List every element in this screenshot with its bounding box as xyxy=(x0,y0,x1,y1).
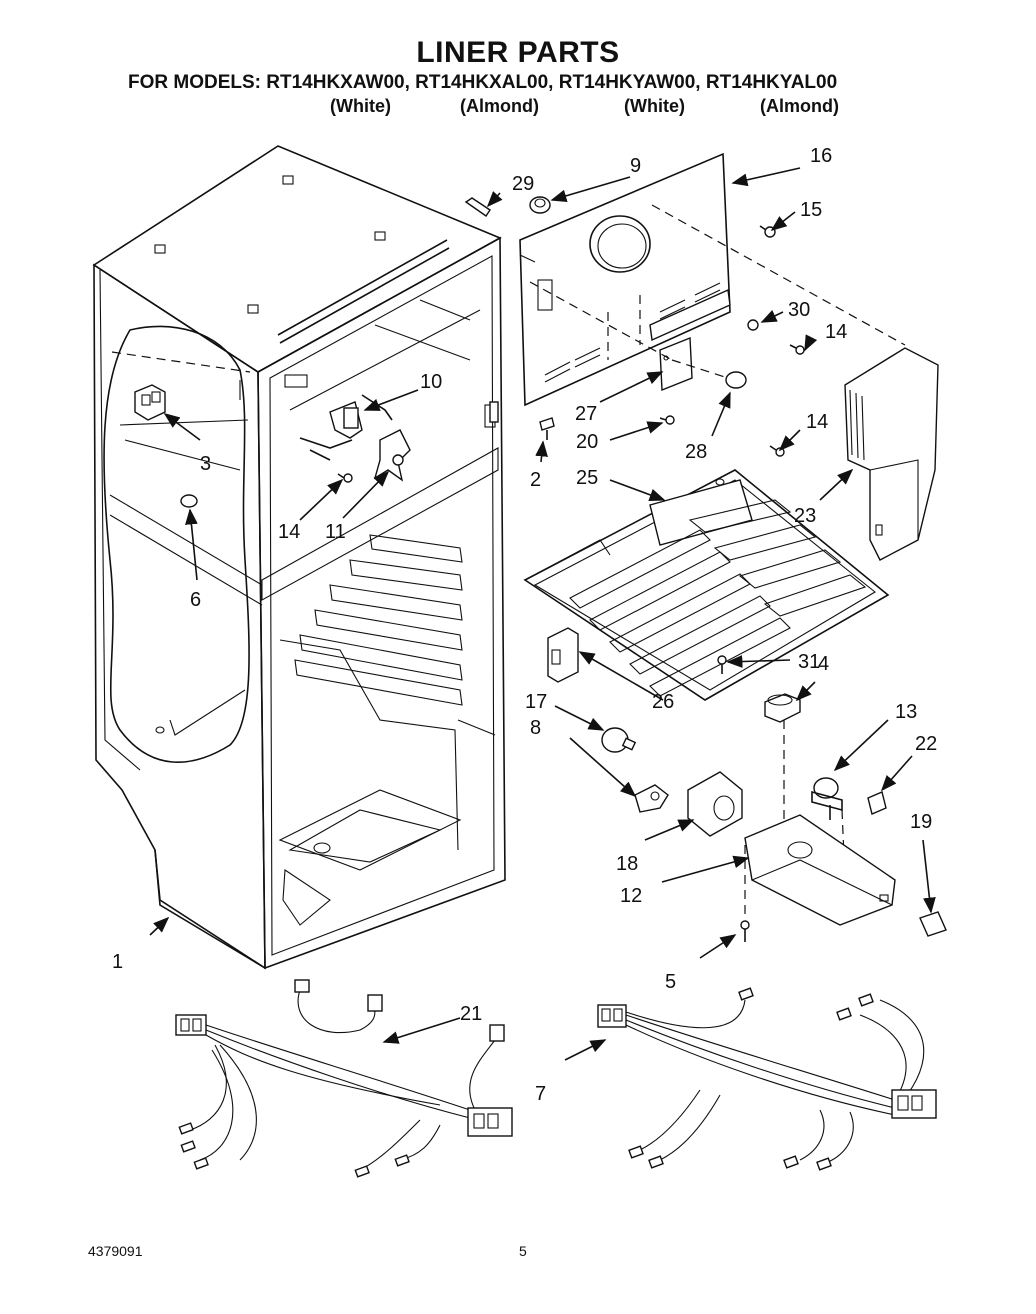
part-23-air-duct-cover xyxy=(844,347,939,561)
part-11-fan-blade xyxy=(373,429,411,482)
model-color-1: (White) xyxy=(330,96,391,116)
part-28-plug xyxy=(725,371,747,389)
part-18-light-shield xyxy=(687,771,743,837)
callout-22: 22 xyxy=(915,733,937,755)
part-6-plug-button xyxy=(180,494,198,508)
page-number: 5 xyxy=(519,1243,527,1259)
callout-1: 1 xyxy=(112,951,123,973)
part-15-screw xyxy=(759,225,776,238)
callout-9: 9 xyxy=(630,155,641,177)
callout-31: 31 xyxy=(798,651,820,673)
part-19-connector xyxy=(919,911,947,937)
leader-lines xyxy=(149,167,936,1061)
part-7-wire-harness xyxy=(597,987,937,1171)
callout-23: 23 xyxy=(794,505,816,527)
callout-21: 21 xyxy=(460,1003,482,1025)
callout-18: 18 xyxy=(616,853,638,875)
part-29-clip xyxy=(464,197,491,217)
part-8-light-socket xyxy=(634,784,669,813)
model-color-2: (Almond) xyxy=(460,96,539,116)
part-3-terminal-block xyxy=(111,351,251,421)
part-30-screw xyxy=(747,319,759,331)
callout-2: 2 xyxy=(530,469,541,491)
model-color-3: (White) xyxy=(624,96,685,116)
callout-26: 26 xyxy=(652,691,674,713)
callout-15: 15 xyxy=(800,199,822,221)
callout-6: 6 xyxy=(190,589,201,611)
document-number: 4379091 xyxy=(88,1243,143,1259)
callout-29: 29 xyxy=(512,173,534,195)
part-14-screw-a xyxy=(337,473,353,483)
part-16-evaporator-cover xyxy=(489,152,906,423)
callout-27: 27 xyxy=(575,403,597,425)
callout-28: 28 xyxy=(685,441,707,463)
part-4-control-knob xyxy=(764,693,801,723)
callout-11: 11 xyxy=(325,521,346,543)
callout-8: 8 xyxy=(530,717,541,739)
part-10-fan-motor-bracket xyxy=(299,394,393,461)
callout-12: 12 xyxy=(620,885,642,907)
callout-14-fan: 14 xyxy=(278,521,300,543)
callout-13: 13 xyxy=(895,701,917,723)
part-17-light-bulb xyxy=(601,727,637,753)
callout-14-cover: 14 xyxy=(806,411,828,433)
part-25-freezer-floor xyxy=(523,469,890,701)
part-21-wire-harness xyxy=(175,979,513,1178)
models-line: FOR MODELS: RT14HKXAW00, RT14HKXAL00, RT… xyxy=(128,72,838,93)
model-color-4: (Almond) xyxy=(760,96,839,116)
callout-labels: 1 2 3 4 5 6 7 8 9 10 11 12 13 14 14 14 1… xyxy=(112,145,937,1105)
callout-10: 10 xyxy=(420,371,442,393)
callout-25: 25 xyxy=(576,467,598,489)
part-2-clip xyxy=(539,417,555,440)
part-9-grommet xyxy=(529,196,551,214)
diagram-title: LINER PARTS xyxy=(416,36,620,69)
callout-5: 5 xyxy=(665,971,676,993)
callout-14-panel: 14 xyxy=(825,321,847,343)
callout-3: 3 xyxy=(200,453,211,475)
callout-17: 17 xyxy=(525,691,547,713)
callout-30: 30 xyxy=(788,299,810,321)
callout-4: 4 xyxy=(818,653,829,675)
part-22-clip xyxy=(867,791,887,815)
callout-7: 7 xyxy=(535,1083,546,1105)
part-5-screw xyxy=(740,920,750,942)
part-31-screw xyxy=(717,655,727,674)
callout-20: 20 xyxy=(576,431,598,453)
callout-19: 19 xyxy=(910,811,932,833)
part-14-screw-b xyxy=(789,344,805,355)
refrigerator-liner xyxy=(92,145,506,970)
part-20-screw xyxy=(659,415,675,425)
part-12-control-housing xyxy=(744,814,896,926)
part-26-switch xyxy=(547,627,579,683)
callout-16: 16 xyxy=(810,145,832,167)
